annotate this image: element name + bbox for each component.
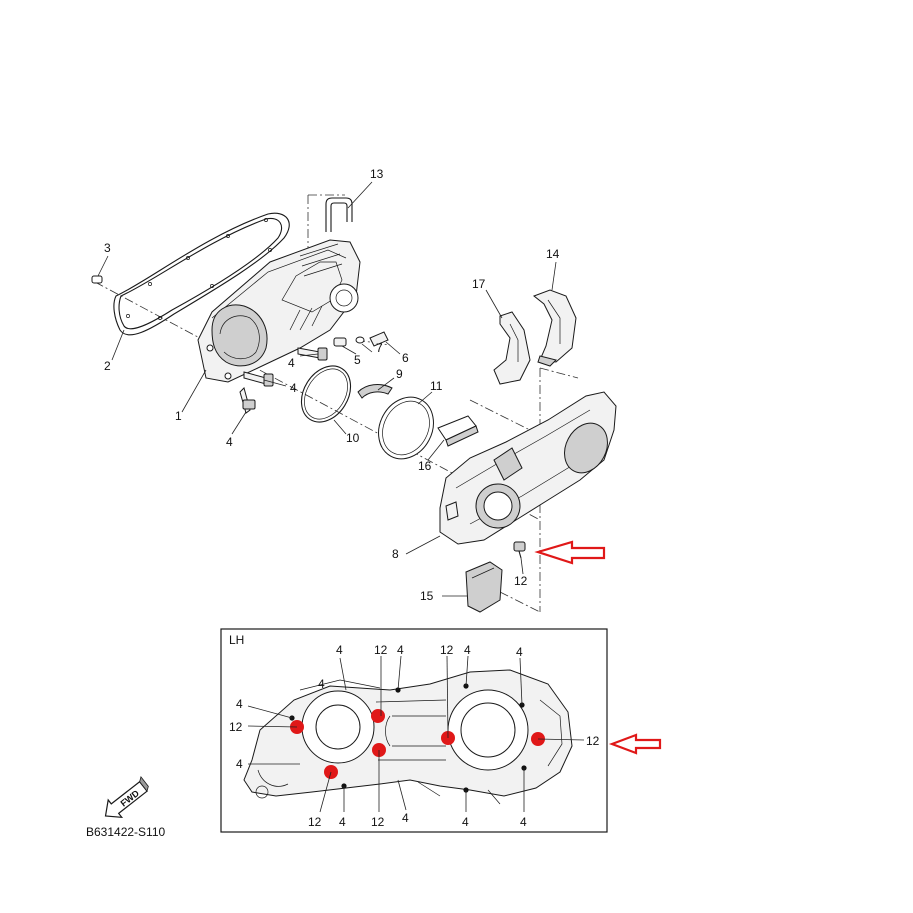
callout-14: 14 xyxy=(546,247,560,261)
callout-5: 5 xyxy=(354,353,361,367)
bolt-part-4-b xyxy=(243,371,274,387)
inset-callout-4-e: 4 xyxy=(236,697,243,711)
plug-part-6 xyxy=(369,331,389,347)
inset-callout-12-f: 12 xyxy=(371,815,385,829)
inset-callout-12-a: 12 xyxy=(374,643,388,657)
callout-10: 10 xyxy=(346,431,360,445)
callout-7: 7 xyxy=(376,341,383,355)
duct-part-17 xyxy=(493,311,531,385)
callout-13: 13 xyxy=(370,167,384,181)
inset-leader-lines xyxy=(247,655,585,813)
inset-callout-4-g: 4 xyxy=(339,815,346,829)
callout-11: 11 xyxy=(430,379,443,393)
inset-callout-4-k: 4 xyxy=(318,677,325,691)
inset-callout-4-i: 4 xyxy=(462,815,469,829)
lh-inset: LH xyxy=(220,628,608,833)
case-cover-part-1 xyxy=(197,239,361,383)
callout-16: 16 xyxy=(418,459,432,473)
callout-4-a: 4 xyxy=(288,356,295,370)
cover-plate-part-11 xyxy=(378,396,434,460)
leader-lines-top xyxy=(97,181,557,597)
clip-part-13 xyxy=(325,197,353,232)
bolt-part-4-c xyxy=(239,387,256,414)
o-ring-part-10 xyxy=(300,365,352,423)
callouts-top: 1 2 3 4 4 4 5 6 7 8 9 10 11 12 13 14 15 … xyxy=(104,167,560,603)
callout-3: 3 xyxy=(104,241,111,255)
highlight-arrow-lower xyxy=(608,733,662,755)
inset-callout-4-f: 4 xyxy=(236,757,243,771)
fwd-arrow: FWD xyxy=(104,776,149,818)
inset-case xyxy=(243,669,573,805)
outer-cover-part-8 xyxy=(439,391,617,545)
inset-callout-12-d: 12 xyxy=(586,734,600,748)
bolt-part-4-a xyxy=(297,347,328,361)
callout-9: 9 xyxy=(396,367,403,381)
inset-callout-4-d: 4 xyxy=(516,645,523,659)
inset-callout-12-c: 12 xyxy=(229,720,243,734)
inset-callout-4-b: 4 xyxy=(397,643,404,657)
seal-part-5 xyxy=(333,337,347,347)
callout-4-c: 4 xyxy=(226,435,233,449)
callout-15: 15 xyxy=(420,589,434,603)
inset-callouts: 4 12 4 12 4 4 12 4 4 12 4 12 4 12 4 4 4 xyxy=(229,643,600,829)
inset-callout-12-e: 12 xyxy=(308,815,322,829)
inset-title: LH xyxy=(229,633,244,647)
inset-callout-4-c: 4 xyxy=(464,643,471,657)
dowel-pin-part-3 xyxy=(91,275,103,284)
screw-part-12 xyxy=(513,541,526,559)
diagram-code: B631422-S110 xyxy=(86,825,166,839)
inset-callout-4-j: 4 xyxy=(520,815,527,829)
inset-callout-12-b: 12 xyxy=(440,643,454,657)
pad-part-16 xyxy=(437,415,479,447)
inset-callout-4-h: 4 xyxy=(402,811,409,825)
washer-part-7 xyxy=(355,336,365,344)
callout-4-b: 4 xyxy=(290,381,297,395)
callout-8: 8 xyxy=(392,547,399,561)
callout-12: 12 xyxy=(514,574,528,588)
cover-part-15 xyxy=(465,561,503,613)
seal-part-9 xyxy=(357,384,393,399)
gasket-part-2 xyxy=(113,212,290,336)
callout-2: 2 xyxy=(104,359,111,373)
callout-17: 17 xyxy=(472,277,486,291)
inset-callout-4-a: 4 xyxy=(336,643,343,657)
callout-1: 1 xyxy=(175,409,182,423)
red-dot-2 xyxy=(371,709,385,723)
duct-part-14 xyxy=(533,289,577,367)
highlight-arrow-upper xyxy=(534,540,606,565)
callout-6: 6 xyxy=(402,351,409,365)
